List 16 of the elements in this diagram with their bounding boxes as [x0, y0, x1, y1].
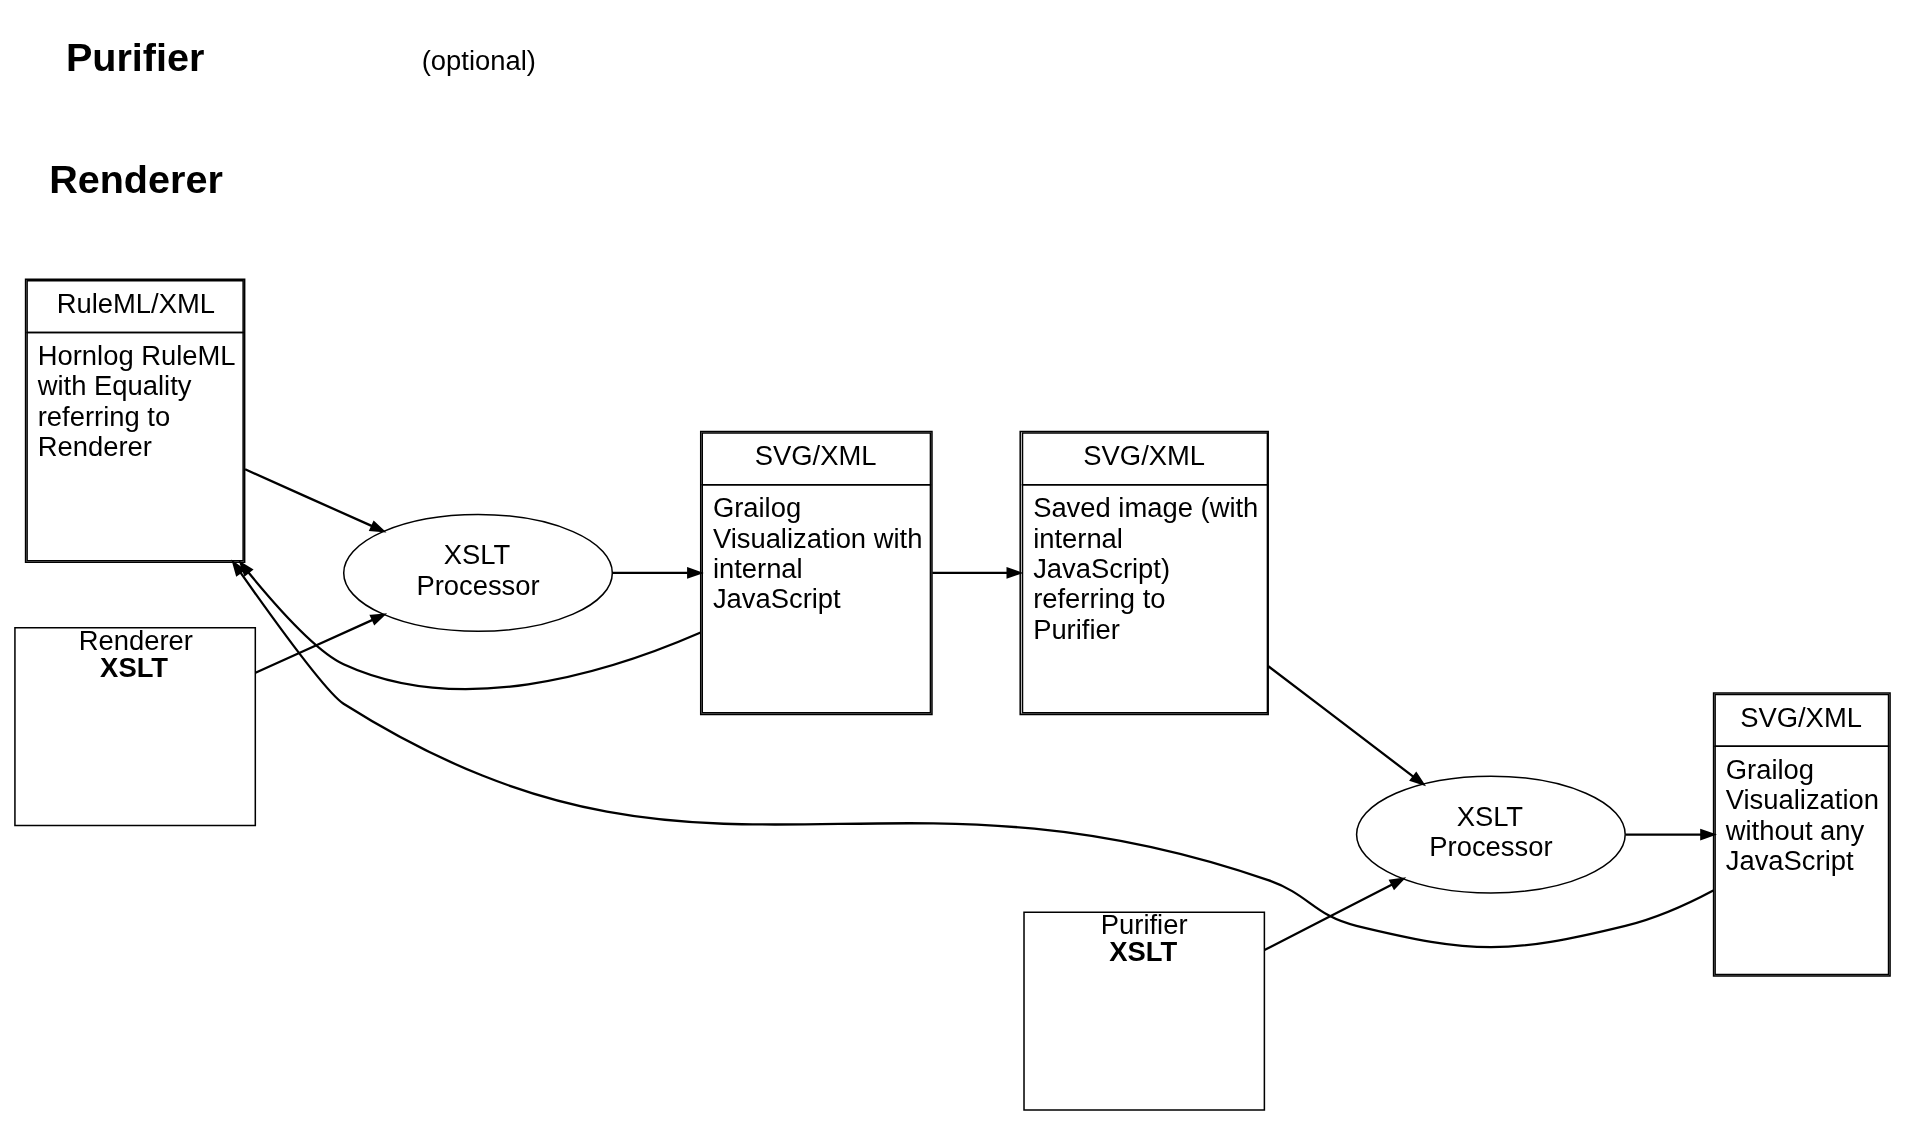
label: (optional)	[421, 44, 536, 76]
node-ellipse: XSLT Processor	[1355, 774, 1626, 894]
arrow	[612, 566, 704, 579]
arrow	[1625, 828, 1717, 840]
label: Renderer	[49, 156, 223, 201]
node-box: Renderer XSLT	[14, 626, 257, 826]
arrow	[932, 566, 1024, 579]
label: Purifier	[65, 34, 205, 79]
arrow	[255, 612, 388, 674]
node-ellipse: XSLT Processor	[342, 513, 614, 632]
arrow	[238, 559, 702, 690]
arrow	[244, 467, 387, 533]
arrow	[1263, 876, 1407, 951]
node-box: Purifier XSLT	[1023, 910, 1266, 1111]
arrow	[1267, 664, 1426, 786]
arrow	[231, 559, 1714, 948]
